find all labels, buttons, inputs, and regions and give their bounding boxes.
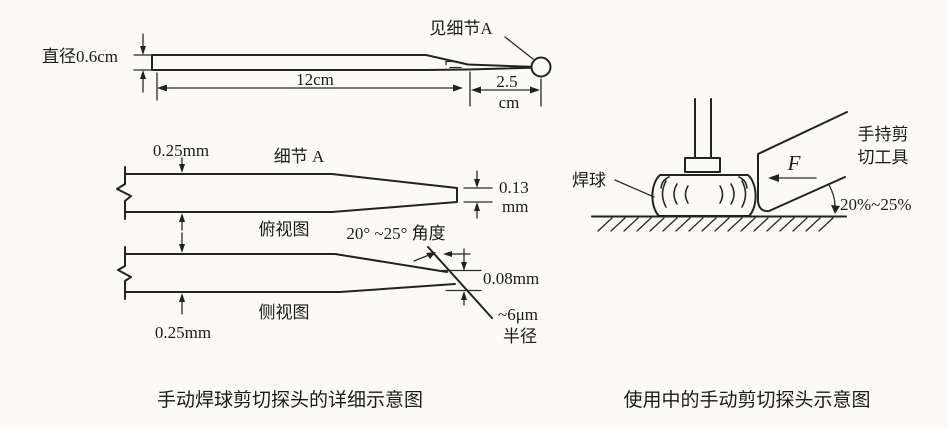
- top-thickness-label: 0.25mm: [153, 141, 209, 160]
- ground-hatching: [597, 217, 834, 232]
- detail-callout-label: 见细节A: [429, 19, 493, 38]
- diameter-label: 直径0.6cm: [42, 47, 118, 66]
- approach-angle-label: 20%~25%: [840, 195, 912, 214]
- usage-diagram: 焊球 F 手持剪 切工具 20%~25%: [572, 98, 912, 232]
- chisel-face-line: [427, 246, 493, 319]
- probe-ball-tip: [530, 56, 552, 78]
- tool-label-line2: 切工具: [858, 148, 909, 167]
- side-view-break-edge: [117, 246, 132, 300]
- force-label: F: [787, 151, 801, 175]
- probe-overview: 直径0.6cm 12cm 2.5 cm 见细节A: [42, 19, 552, 112]
- top-view-break-edge: [116, 166, 132, 220]
- ball-label-leader: [614, 179, 655, 198]
- angle-label: 20° ~25° 角度: [346, 224, 445, 243]
- solder-ball: [651, 174, 757, 217]
- tip-width-value: 0.13: [499, 178, 529, 197]
- tool-label-line1: 手持剪: [858, 125, 909, 144]
- tip-width-unit: mm: [502, 197, 528, 216]
- radius-unit-label: 半径: [503, 327, 537, 346]
- solder-ball-ripple-marks: [660, 176, 748, 208]
- tip-width-dimension: 0.13 mm: [463, 170, 529, 219]
- detail-a-side-view: 侧视图 0.25mm 0.08mm ~6μm 半径: [117, 246, 539, 346]
- approach-angle-annotation: 20%~25%: [828, 184, 912, 214]
- caption-left: 手动焊球剪切探头的详细示意图: [157, 389, 423, 411]
- tip-height-label: 0.08mm: [483, 269, 539, 288]
- top-view-label: 俯视图: [259, 220, 310, 239]
- side-view-label: 侧视图: [259, 303, 310, 322]
- shear-tool-blade: [757, 111, 848, 213]
- force-arrow-head: [768, 174, 779, 182]
- detail-a-top-view: 细节 A 俯视图 0.25mm 0.13 mm 20° ~25° 角度: [116, 141, 529, 253]
- component-lead: [694, 98, 712, 159]
- length-label: 12cm: [296, 70, 334, 89]
- length-dimension: 12cm: [156, 70, 463, 101]
- side-thickness-label: 0.25mm: [155, 323, 211, 342]
- tip-radius-note: ~6μm 半径: [498, 305, 538, 346]
- detail-callout-leader: [504, 36, 534, 60]
- top-view-outline: [124, 173, 458, 213]
- tip-length-value: 2.5: [496, 72, 517, 91]
- caption-right: 使用中的手动剪切探头示意图: [623, 389, 870, 411]
- probe-body-outline: [151, 54, 532, 71]
- ball-label: 焊球: [572, 171, 606, 190]
- side-thickness-dimension: 0.25mm: [155, 293, 211, 342]
- detail-callout: 见细节A: [429, 19, 534, 60]
- angle-indicator-arrow: [413, 252, 436, 262]
- component-pad: [684, 157, 721, 173]
- side-view-outline: [124, 253, 456, 293]
- detail-a-title: 细节 A: [274, 147, 325, 166]
- tip-length-dimension: 2.5 cm: [469, 71, 542, 112]
- diameter-dimension: 直径0.6cm: [42, 33, 153, 93]
- tip-height-dimension: 0.08mm: [441, 248, 539, 306]
- radius-value: ~6μm: [498, 305, 538, 324]
- top-thickness-dimension: 0.25mm: [153, 141, 209, 253]
- force-annotation: F: [768, 151, 817, 182]
- probe-break-marks: [445, 60, 462, 69]
- tip-length-unit: cm: [499, 93, 520, 112]
